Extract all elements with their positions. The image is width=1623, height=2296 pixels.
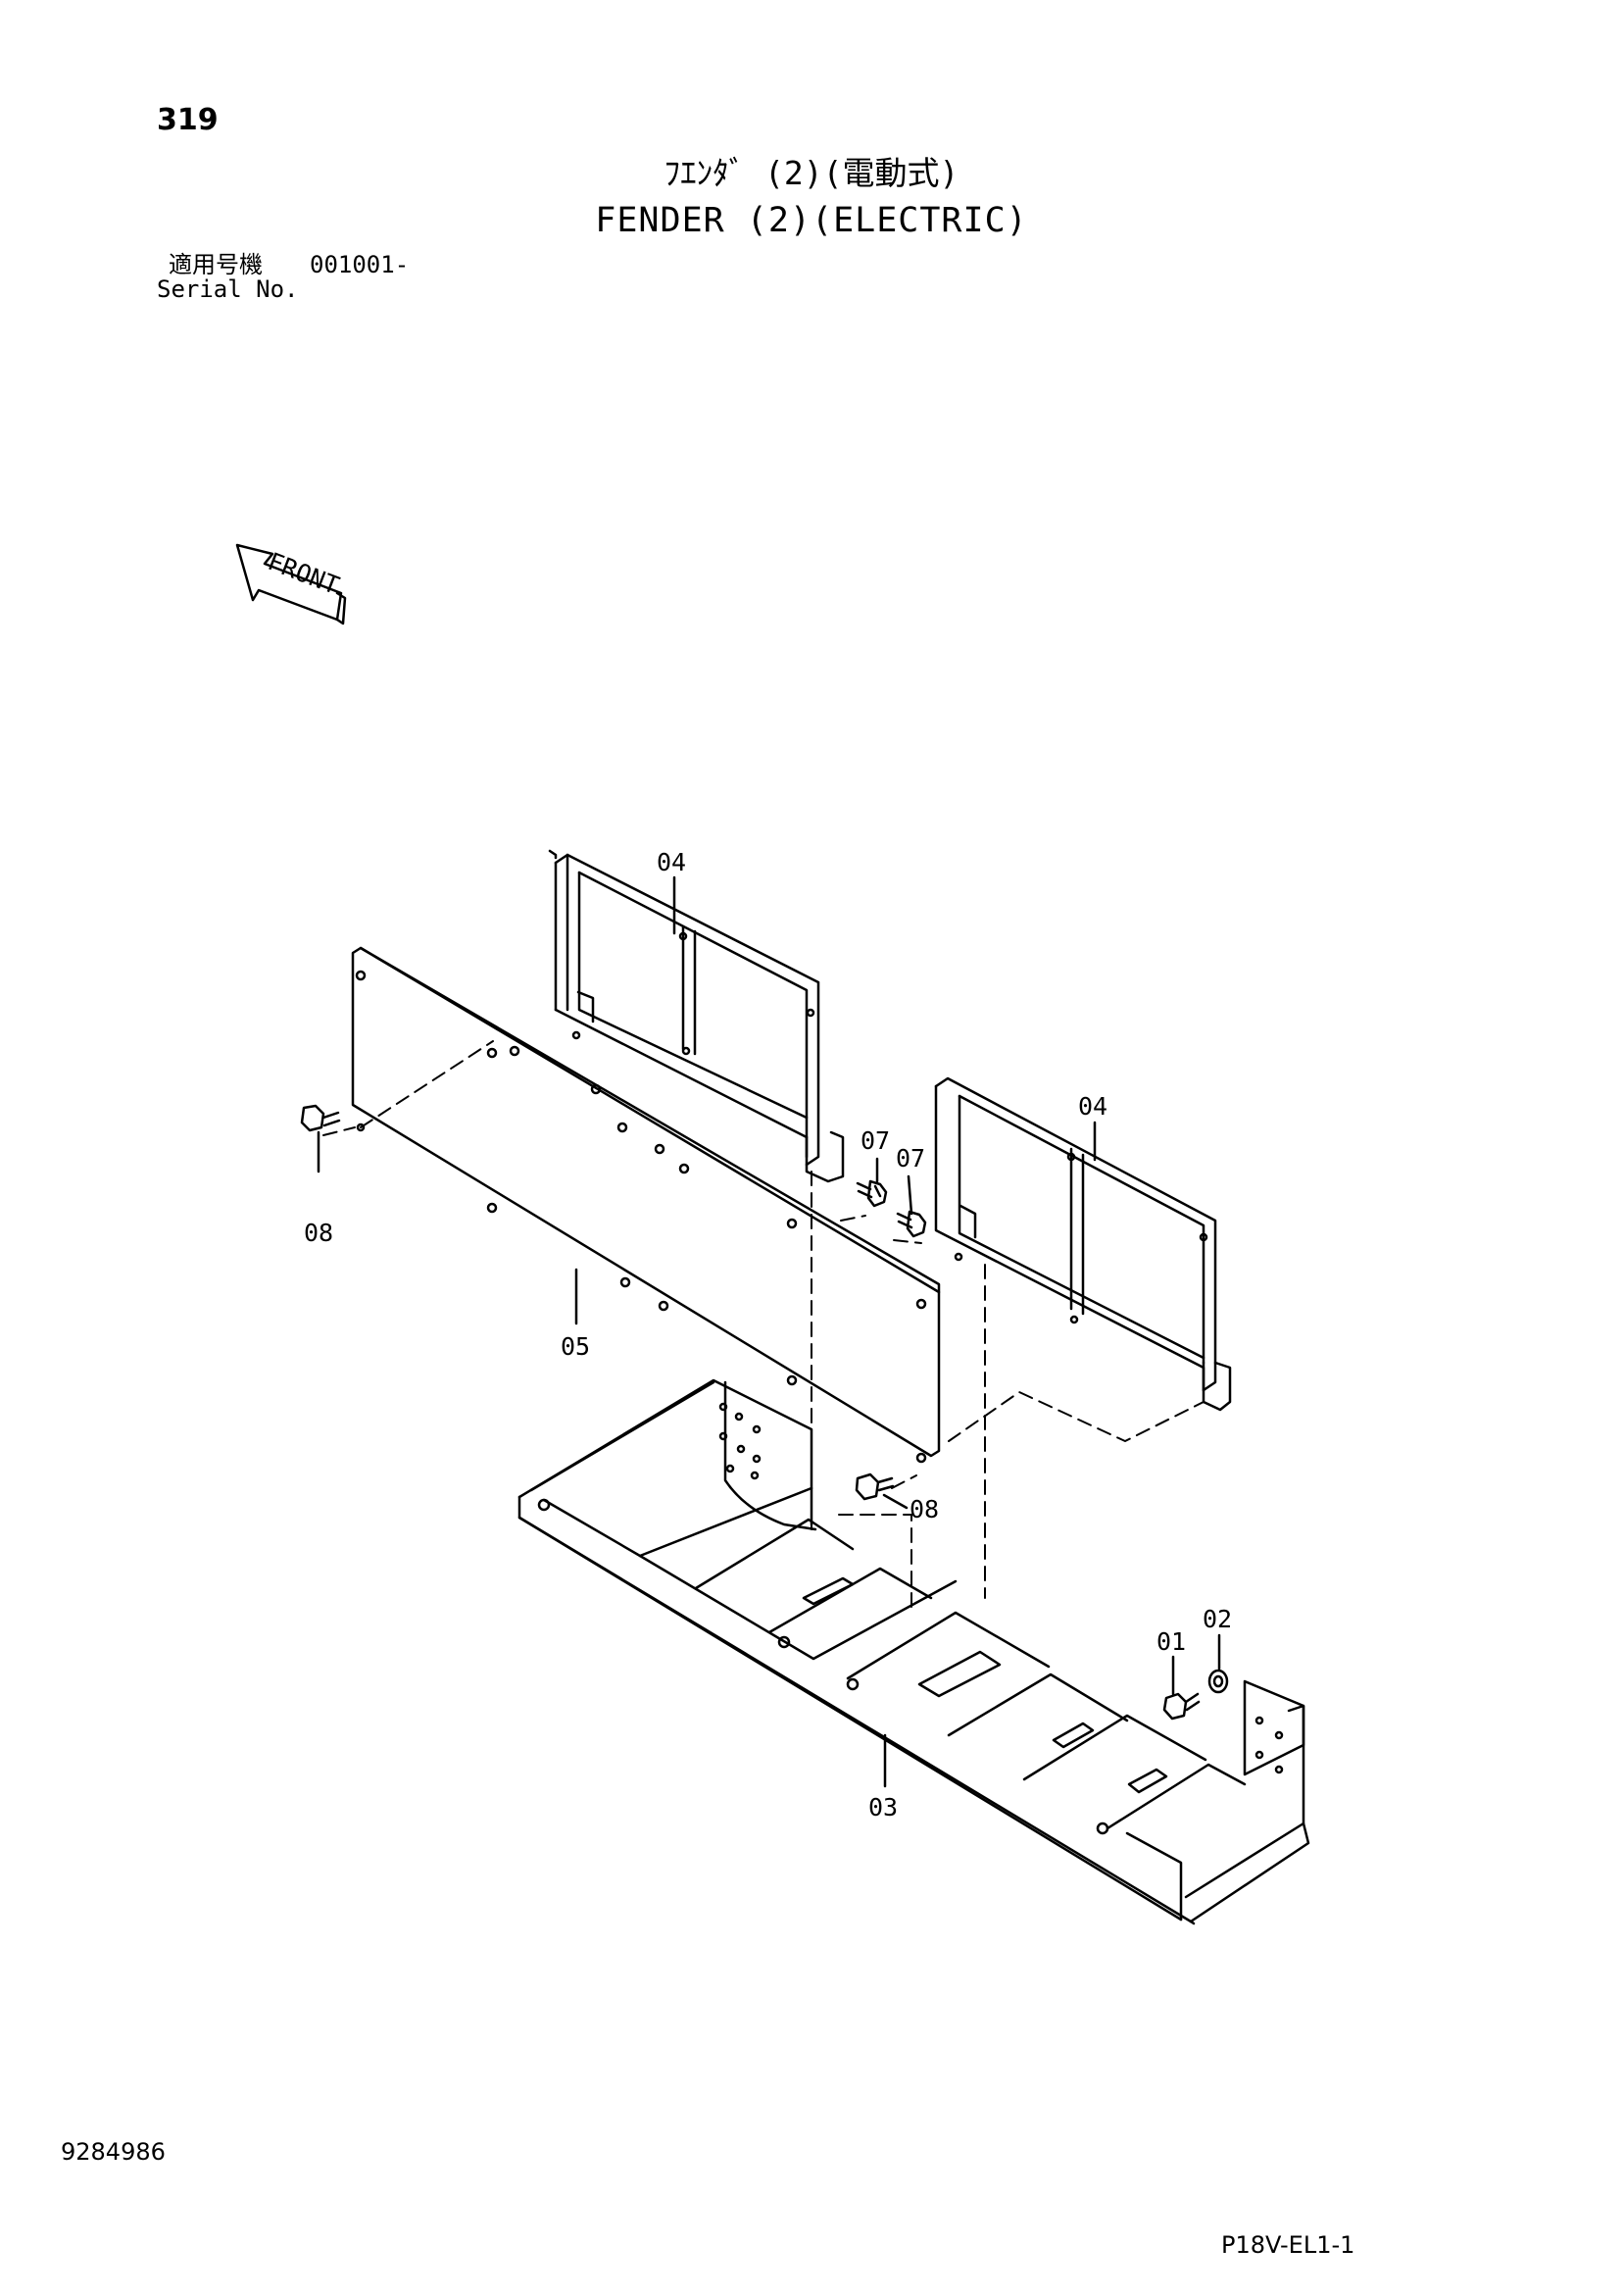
callout-08-right: 08 <box>910 1495 939 1523</box>
bolt-08-left-icon <box>300 1104 341 1132</box>
page-number: 319 <box>157 103 219 137</box>
title-english: FENDER (2)(ELECTRIC) <box>595 201 1028 240</box>
callout-05: 05 <box>561 1332 590 1361</box>
part-03-base-tray <box>517 1378 1310 1925</box>
callout-04-right: 04 <box>1078 1092 1107 1121</box>
part-04-frame-top <box>548 849 845 1183</box>
bolt-01-icon <box>1162 1692 1201 1721</box>
front-arrow-label: FRONT <box>264 547 343 600</box>
document-number: 9284986 <box>61 2138 166 2166</box>
alignment-lines <box>322 1040 1205 1609</box>
callout-03: 03 <box>868 1793 898 1822</box>
callout-01: 01 <box>1156 1627 1186 1656</box>
washer-02-icon <box>1207 1669 1229 1694</box>
bolt-08-right-icon <box>855 1472 895 1501</box>
callout-08-left: 08 <box>304 1219 333 1247</box>
serial-label-english: Serial No. <box>157 275 299 303</box>
part-05-panel <box>351 946 941 1464</box>
callout-07-right: 07 <box>896 1144 925 1173</box>
serial-label-japanese: 適用号機 <box>169 251 263 278</box>
bolt-07-left-icon <box>856 1179 888 1208</box>
part-04-frame-right <box>934 1076 1232 1412</box>
serial-value: 001001- <box>310 251 410 278</box>
callout-07-left: 07 <box>861 1126 890 1155</box>
front-arrow-icon: FRONT <box>235 543 347 625</box>
callout-02: 02 <box>1203 1605 1232 1633</box>
bolt-07-right-icon <box>896 1210 927 1238</box>
title-japanese: ﾌｴﾝﾀﾞ (2)(電動式) <box>664 154 959 192</box>
callout-04-top: 04 <box>657 848 686 876</box>
model-code: P18V-EL1-1 <box>1221 2231 1355 2259</box>
